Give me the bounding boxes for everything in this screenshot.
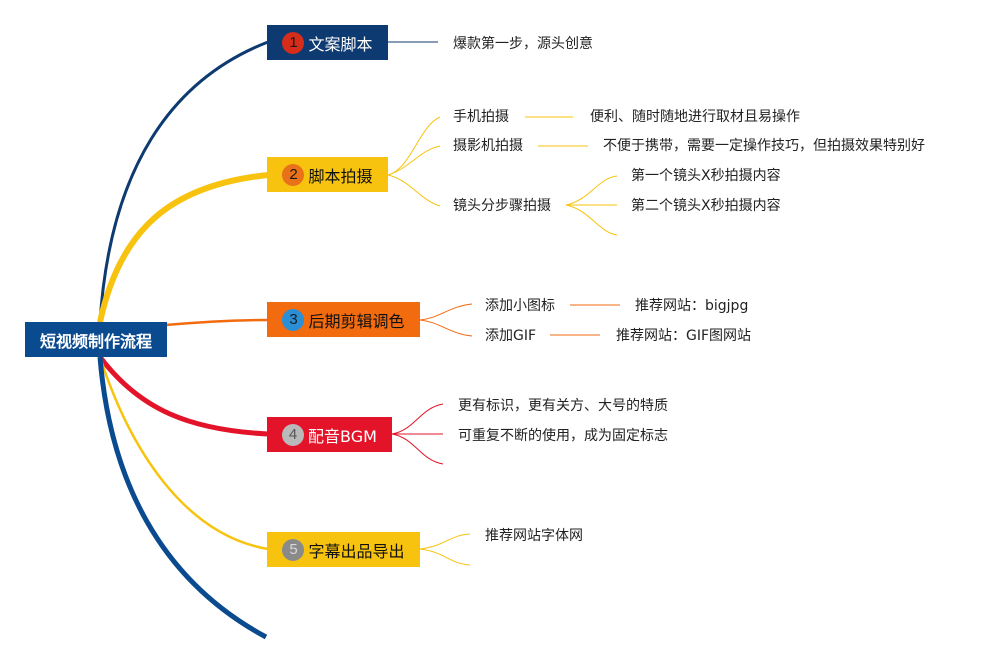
branch-node-4[interactable]: 4 配音BGM: [267, 417, 392, 452]
leaf-2-3-sub-1: 第一个镜头X秒拍摄内容: [631, 168, 781, 184]
number-badge-2: 2: [282, 163, 305, 186]
connector-root-branch-2: [97, 172, 269, 323]
branch-label-4: 配音BGM: [308, 426, 377, 446]
leaf-4-2: 可重复不断的使用，成为固定标志: [458, 428, 668, 444]
leaf-2-1: 手机拍摄: [453, 109, 509, 125]
root-label: 短视频制作流程: [39, 331, 152, 351]
branch-node-1[interactable]: 1 文案脚本: [267, 25, 388, 60]
leaf-1-1: 爆款第一步，源头创意: [453, 36, 593, 52]
leaf-3-1: 添加小图标: [485, 298, 555, 314]
leaf-2-3: 镜头分步骤拍摄: [453, 198, 551, 214]
leaf-2-1-note: 便利、随时随地进行取材且易操作: [590, 109, 800, 125]
connector-root-branch-4: [98, 355, 269, 437]
branch-label-5: 字幕出品导出: [308, 541, 405, 561]
number-badge-1: 1: [282, 31, 305, 54]
number-badge-5: 5: [282, 538, 305, 561]
branch-label-3: 后期剪辑调色: [308, 311, 405, 331]
root-node[interactable]: 短视频制作流程: [25, 322, 167, 357]
connector-root-branch-5: [98, 356, 269, 551]
branch-node-2[interactable]: 2 脚本拍摄: [267, 157, 388, 192]
leaf-5-1: 推荐网站字体网: [485, 528, 583, 544]
branch-node-3[interactable]: 3 后期剪辑调色: [267, 302, 420, 337]
leaf-2-2: 摄影机拍摄: [453, 138, 523, 154]
connector-root-tail: [97, 356, 268, 640]
number-badge-4: 4: [282, 423, 305, 446]
connector-root-branch-3: [165, 318, 269, 327]
connector-root-branch-1: [98, 40, 269, 323]
leaf-2-2-note: 不便于携带，需要一定操作技巧，但拍摄效果特别好: [603, 138, 925, 154]
leaf-2-3-sub-2: 第二个镜头X秒拍摄内容: [631, 198, 781, 214]
branch-label-1: 文案脚本: [308, 34, 373, 54]
leaf-3-1-note: 推荐网站：bigjpg: [635, 298, 749, 314]
number-badge-3: 3: [282, 308, 305, 331]
branch-node-5[interactable]: 5 字幕出品导出: [267, 532, 420, 567]
branch-label-2: 脚本拍摄: [308, 166, 373, 186]
leaf-3-2-note: 推荐网站：GIF图网站: [616, 328, 752, 344]
leaf-4-1: 更有标识，更有关方、大号的特质: [458, 398, 668, 414]
leaf-3-2: 添加GIF: [485, 328, 537, 344]
